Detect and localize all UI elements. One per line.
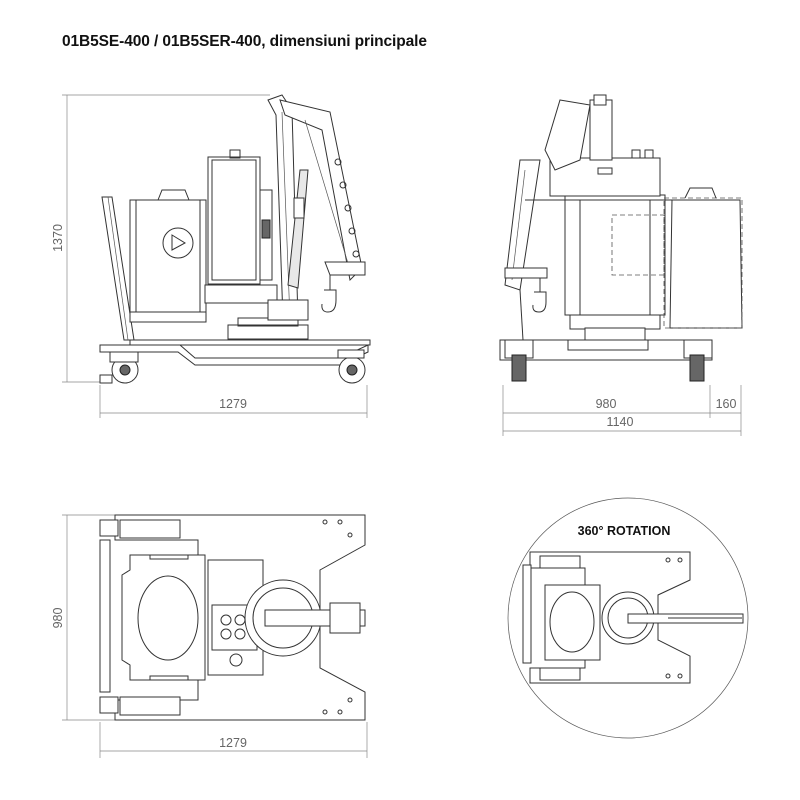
front-overhang-dim: 160 <box>716 397 737 411</box>
top-width-dim: 980 <box>51 608 65 629</box>
front-view: 980 160 1140 <box>499 94 743 436</box>
page-title: 01B5SE-400 / 01B5SER-400, dimensiuni pri… <box>62 33 427 50</box>
side-height-dim: 1370 <box>51 224 65 252</box>
top-view: 980 1279 <box>51 514 368 758</box>
side-length-dim: 1279 <box>219 397 247 411</box>
front-width-dim: 980 <box>596 397 617 411</box>
rotation-view: 360° ROTATION <box>507 497 749 739</box>
top-length-dim: 1279 <box>219 736 247 750</box>
rotation-label: 360° ROTATION <box>578 524 671 538</box>
side-view: 1370 1279 <box>51 94 371 418</box>
front-total-dim: 1140 <box>607 415 634 429</box>
